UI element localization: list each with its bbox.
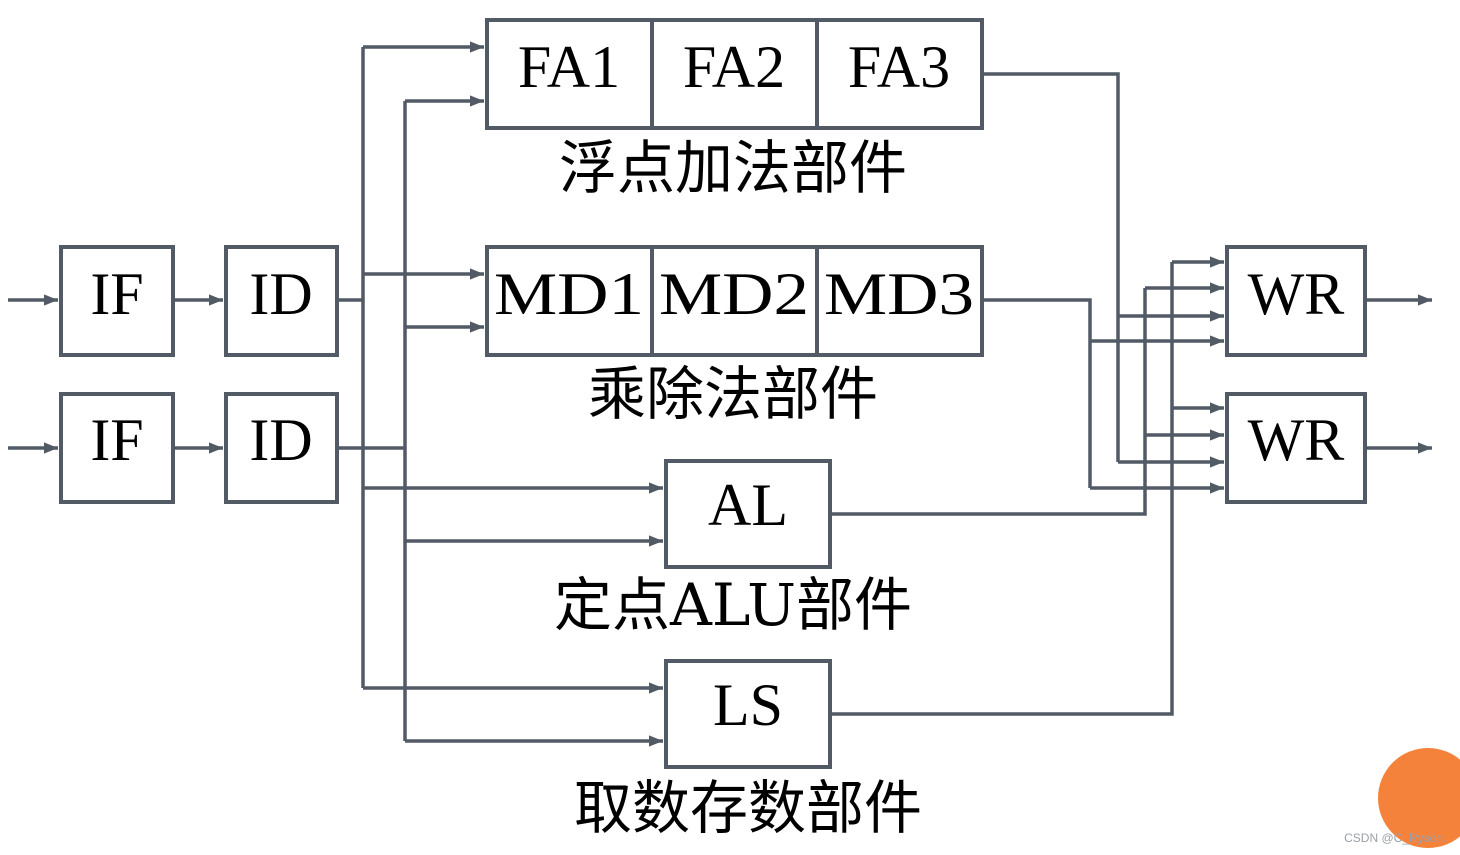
wr2-box (1225, 392, 1367, 504)
wire-fa3-out (983, 72, 1120, 462)
ls-label: LS (713, 672, 783, 738)
wr1-label: WR (1248, 261, 1345, 327)
fa2-label: FA2 (683, 34, 785, 100)
caption-alu: 定点ALU部件 (554, 571, 912, 639)
if2-label: IF (90, 407, 143, 473)
md3-box (815, 245, 984, 357)
id2-label: ID (249, 407, 312, 473)
decorative-circle-icon (1378, 748, 1460, 848)
caption-fp-add: 浮点加法部件 (559, 134, 907, 202)
fa1-label: FA1 (518, 34, 620, 100)
id1-label: ID (249, 261, 312, 327)
stage-labels: IF IF ID ID FA1 FA2 FA3 MD1 MD2 MD3 AL L… (90, 34, 1344, 738)
wire-ls-out (831, 262, 1174, 716)
wire-al-out (831, 288, 1147, 516)
ls-box (664, 659, 832, 769)
fa3-box (815, 18, 984, 130)
wr1-box (1225, 245, 1367, 357)
if2-box (59, 392, 175, 504)
id1-box (224, 245, 339, 357)
fa3-label: FA3 (848, 34, 950, 100)
wr2-label: WR (1248, 407, 1345, 473)
wire-md3-out (983, 298, 1092, 488)
if1-label: IF (90, 261, 143, 327)
unit-captions: 浮点加法部件 乘除法部件 定点ALU部件 取数存数部件 (554, 134, 922, 842)
if1-box (59, 245, 175, 357)
md1-box (485, 245, 654, 357)
caption-mul-div: 乘除法部件 (588, 360, 878, 428)
md1-label: MD1 (494, 261, 644, 327)
caption-load-store: 取数存数部件 (574, 774, 922, 842)
md3-label: MD3 (824, 261, 974, 327)
fa2-box (650, 18, 819, 130)
fa1-box (485, 18, 654, 130)
al-box (664, 459, 832, 569)
stage-boxes (59, 18, 1367, 769)
id2-box (224, 392, 339, 504)
md2-label: MD2 (659, 261, 809, 327)
watermark: CSDN @C_Ryson (1344, 831, 1443, 845)
connection-wires (8, 41, 1432, 747)
al-label: AL (708, 472, 788, 538)
